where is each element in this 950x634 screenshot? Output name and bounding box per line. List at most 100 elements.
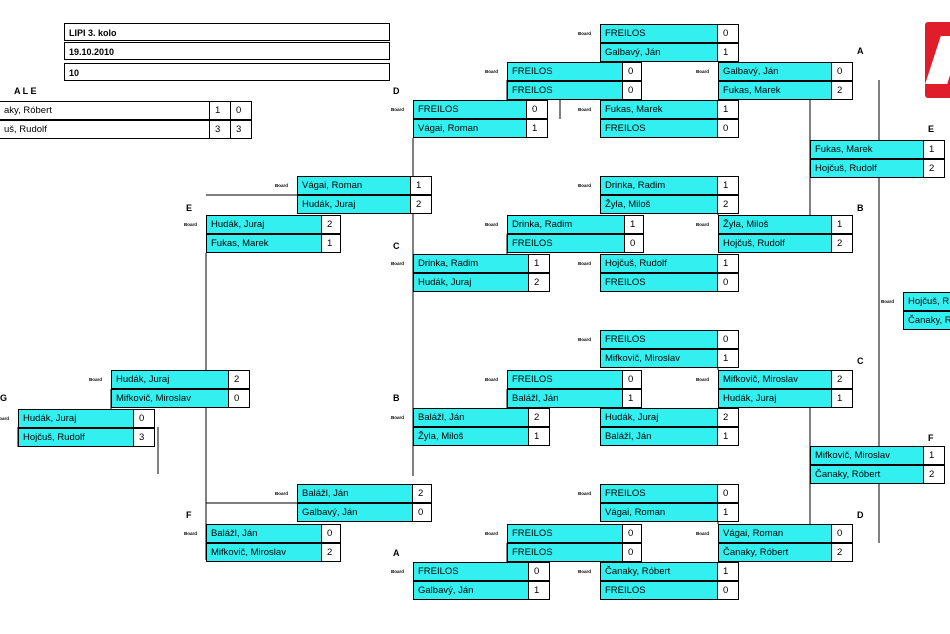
score: 1 <box>717 427 739 446</box>
score: 0 <box>831 62 853 81</box>
board-tag: Board <box>696 222 710 227</box>
score: 1 <box>717 43 739 62</box>
score: 1 <box>923 140 945 159</box>
player-name: Galbavý, Ján <box>600 43 718 62</box>
player-name: aky, Róbert <box>0 101 210 120</box>
score: 1 <box>717 349 739 368</box>
round-letter: A <box>393 548 400 558</box>
info-count: 10 <box>64 63 390 81</box>
board-tag: Board <box>275 491 289 496</box>
board-tag: Board <box>578 261 592 266</box>
score: 0 <box>526 100 548 119</box>
player-name: Hudák, Juraj <box>18 409 134 428</box>
board-tag: Board <box>696 531 710 536</box>
player-name: FREILOS <box>507 62 623 81</box>
score: 1 <box>526 119 548 138</box>
player-name: Mifkovič, Miroslav <box>718 370 832 389</box>
score: 0 <box>230 101 252 120</box>
player-name: Balážl, Ján <box>507 389 623 408</box>
player-name: Žyla, Miloš <box>600 195 718 214</box>
player-name: FREILOS <box>600 330 718 349</box>
info-date: 19.10.2010 <box>64 42 390 60</box>
player-name: FREILOS <box>507 543 623 562</box>
score: 3 <box>133 428 155 447</box>
player-name: FREILOS <box>413 562 529 581</box>
round-letter: D <box>857 510 864 520</box>
player-name: Hojčuš, R <box>903 292 950 311</box>
board-tag: Board <box>578 107 592 112</box>
player-name: Balážl, Ján <box>413 408 529 427</box>
board-tag: Board <box>391 107 405 112</box>
player-name: Balážl, Ján <box>297 484 413 503</box>
player-name: Hudák, Juraj <box>206 215 322 234</box>
score: 2 <box>528 273 550 292</box>
player-name: Mifkovič, Miroslav <box>111 389 229 408</box>
final-heading: A L E <box>14 86 37 96</box>
player-name: FREILOS <box>507 524 623 543</box>
player-name: Vágai, Roman <box>718 524 832 543</box>
score: 0 <box>717 273 739 292</box>
player-name: FREILOS <box>507 234 625 253</box>
player-name: Galbavý, Ján <box>297 503 413 522</box>
player-name: Žyla, Miloš <box>413 427 529 446</box>
score: 0 <box>622 524 642 543</box>
score: 0 <box>622 543 642 562</box>
score: 1 <box>831 389 853 408</box>
score: 1 <box>831 215 853 234</box>
board-tag: Board <box>184 531 198 536</box>
player-name: Fukas, Marek <box>600 100 718 119</box>
board-tag: Board <box>391 569 405 574</box>
score: 2 <box>528 408 550 427</box>
round-letter: G <box>0 393 8 403</box>
score: 0 <box>717 330 739 349</box>
board-tag: Board <box>184 222 198 227</box>
board-tag: Board <box>485 222 499 227</box>
score: 1 <box>321 234 341 253</box>
player-name: Hojčuš, Rudolf <box>718 234 832 253</box>
score: 1 <box>209 101 231 120</box>
player-name: Vágai, Roman <box>297 176 411 195</box>
player-name: Hudák, Juraj <box>718 389 832 408</box>
player-name: Galbavý, Ján <box>413 581 529 600</box>
player-name: FREILOS <box>507 81 623 100</box>
score: 1 <box>717 503 739 522</box>
score: 2 <box>228 370 250 389</box>
score: 1 <box>528 427 550 446</box>
score: 2 <box>412 484 432 503</box>
board-tag: Board <box>485 531 499 536</box>
board-tag: Board <box>275 183 289 188</box>
round-letter: C <box>393 241 400 251</box>
score: 2 <box>831 543 853 562</box>
score: 0 <box>528 562 550 581</box>
round-letter: F <box>186 510 192 520</box>
player-name: Vágai, Roman <box>413 119 527 138</box>
player-name: Hojčuš, Rudolf <box>600 254 718 273</box>
player-name: FREILOS <box>600 484 718 503</box>
board-tag: Board <box>89 377 103 382</box>
score: 0 <box>717 24 739 43</box>
player-name: Fukas, Marek <box>718 81 832 100</box>
round-letter: C <box>857 356 864 366</box>
player-name: FREILOS <box>507 370 623 389</box>
score: 0 <box>624 234 644 253</box>
round-letter: E <box>928 124 935 134</box>
score: 2 <box>831 370 853 389</box>
player-name: FREILOS <box>600 119 718 138</box>
score: 0 <box>622 81 642 100</box>
player-name: Fukas, Marek <box>810 140 924 159</box>
score: 2 <box>321 215 341 234</box>
player-name: Mifkovič, Miroslav <box>206 543 322 562</box>
round-letter: F <box>928 433 934 443</box>
board-tag: Board <box>0 416 10 421</box>
player-name: Hudák, Juraj <box>111 370 229 389</box>
player-name: Hudák, Juraj <box>413 273 529 292</box>
score: 1 <box>622 389 642 408</box>
round-letter: D <box>393 86 400 96</box>
player-name: Hudák, Juraj <box>600 408 718 427</box>
player-name: Žyla, Miloš <box>718 215 832 234</box>
player-name: Drinka, Radim <box>600 176 718 195</box>
round-letter: B <box>393 393 400 403</box>
player-name: Čanaky, Róbert <box>810 465 924 484</box>
score: 0 <box>717 119 739 138</box>
